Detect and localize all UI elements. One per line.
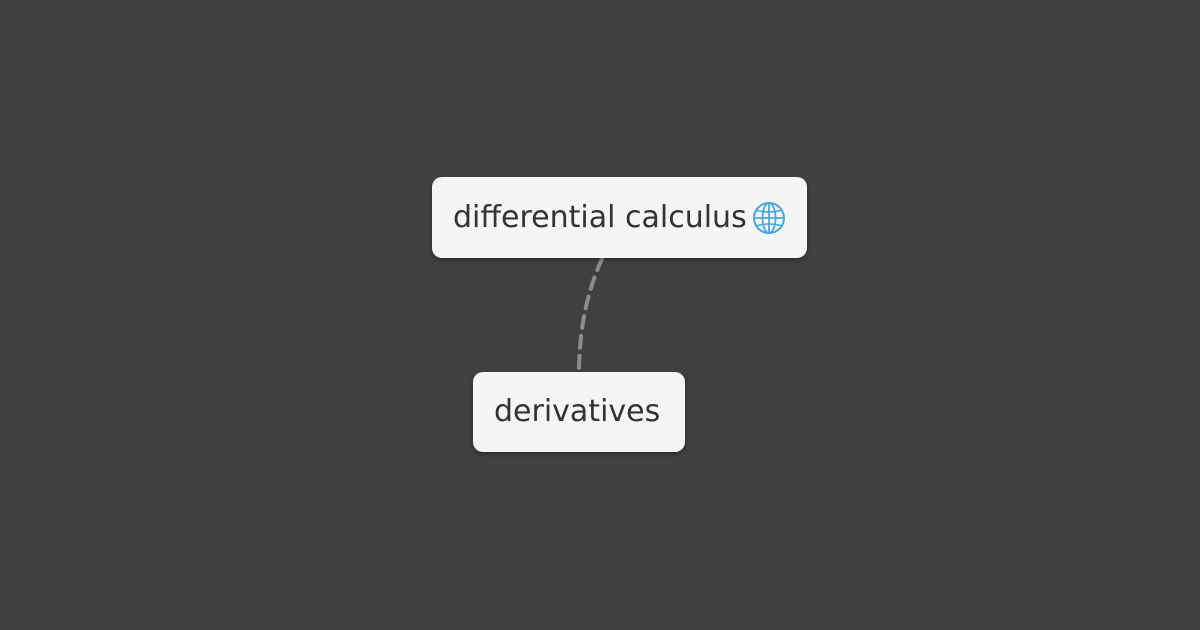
node-label: differential calculus xyxy=(453,200,747,235)
edge-root-to-derivatives xyxy=(577,257,604,370)
globe-icon[interactable] xyxy=(751,200,787,236)
node-label: derivatives xyxy=(494,394,661,429)
node-differential-calculus[interactable]: differential calculus xyxy=(432,177,807,258)
node-derivatives[interactable]: derivatives xyxy=(473,372,685,452)
